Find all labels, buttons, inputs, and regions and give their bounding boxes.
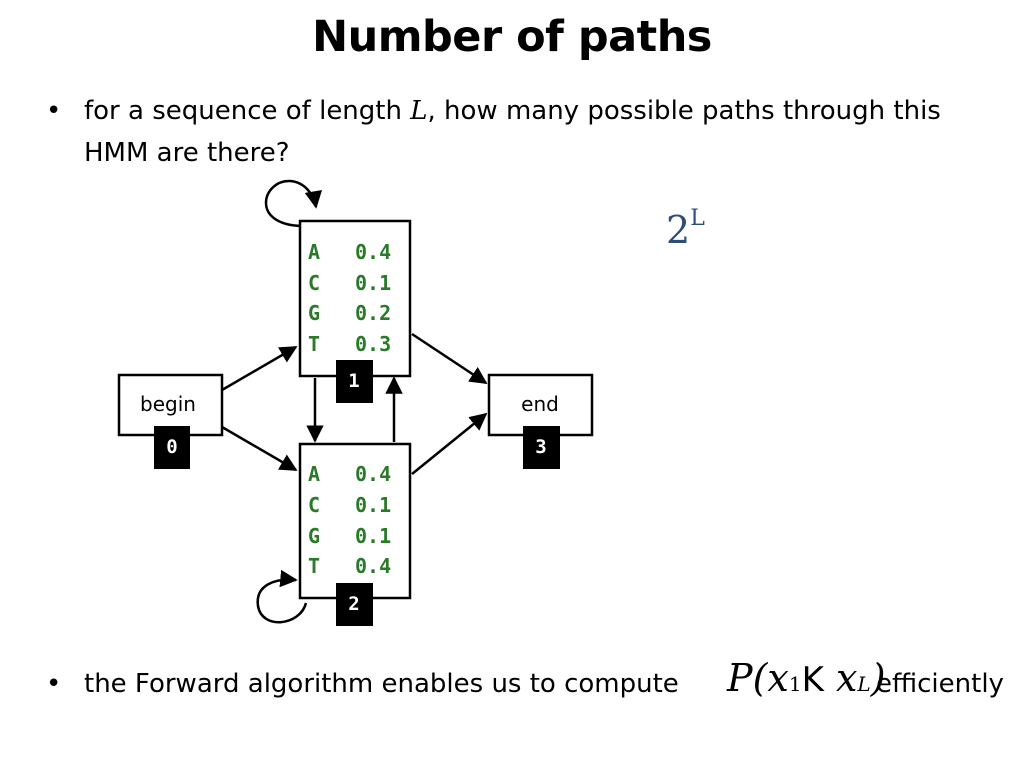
- math-variable-L: L: [410, 96, 428, 126]
- emission-symbol: C: [308, 493, 320, 517]
- emission-prob: 0.4: [355, 554, 391, 578]
- formula-x1: x: [767, 656, 789, 700]
- probability-formula: P(x1K xL): [727, 656, 886, 700]
- answer-exponent: L: [690, 206, 705, 232]
- self-loop-arrow-state-2: [256, 569, 308, 624]
- emission-symbol: A: [308, 240, 320, 264]
- formula-xL: x: [835, 656, 858, 700]
- formula-open-paren: (: [752, 656, 768, 700]
- emission-prob: 0.1: [355, 493, 391, 517]
- state-number-badge: 0: [166, 436, 177, 458]
- arrow-begin-to-state-2: [221, 425, 298, 472]
- formula-sub-L: L: [857, 672, 871, 696]
- bullet-efficiently-text: efficiently: [876, 669, 1004, 699]
- emission-prob: 0.2: [355, 301, 391, 325]
- emission-symbol: A: [308, 462, 320, 486]
- emission-prob: 0.4: [355, 462, 391, 486]
- state-begin: begin 0: [117, 373, 224, 469]
- answer-expression: 2L: [666, 206, 705, 252]
- arrow-begin-to-state-1: [221, 345, 298, 392]
- state-2: A 0.4 C 0.1 G 0.1 T 0.4 2: [298, 442, 412, 626]
- state-1: A 0.4 C 0.1 G 0.2 T 0.3 1: [298, 219, 412, 403]
- emission-symbol: G: [308, 301, 320, 325]
- state-begin-label: begin: [140, 392, 196, 416]
- answer-base: 2: [666, 208, 691, 252]
- emission-symbol: T: [308, 332, 320, 356]
- bullet-question-text-rest: , how many possible paths through this H…: [84, 96, 941, 168]
- emission-symbol: G: [308, 524, 320, 548]
- state-end: end 3: [487, 373, 594, 469]
- emission-symbol: C: [308, 271, 320, 295]
- bullet-question-text: for a sequence of length: [84, 96, 411, 126]
- bullet-question: for a sequence of length L, how many pos…: [84, 90, 964, 174]
- formula-sub-1: 1: [788, 672, 802, 696]
- emission-symbol: T: [308, 554, 320, 578]
- arrow-state-2-to-end: [411, 412, 488, 475]
- formula-close-paren: ): [870, 656, 886, 700]
- bullet-forward-text: the Forward algorithm enables us to comp…: [84, 669, 679, 699]
- formula-ellipsis: K: [801, 660, 824, 700]
- bullet-marker: •: [46, 669, 62, 699]
- state-number-badge: 1: [348, 370, 359, 392]
- state-number-badge: 2: [348, 593, 359, 615]
- bullet-marker: •: [46, 96, 62, 126]
- state-number-badge: 3: [535, 436, 546, 458]
- self-loop-arrow-state-1: [264, 179, 323, 228]
- state-end-label: end: [521, 392, 559, 416]
- emission-prob: 0.1: [355, 271, 391, 295]
- arrow-state-1-to-end: [411, 332, 488, 385]
- emission-prob: 0.1: [355, 524, 391, 548]
- formula-P: P: [727, 656, 753, 700]
- emission-prob: 0.3: [355, 332, 391, 356]
- emission-prob: 0.4: [355, 240, 391, 264]
- slide-title: Number of paths: [312, 12, 712, 62]
